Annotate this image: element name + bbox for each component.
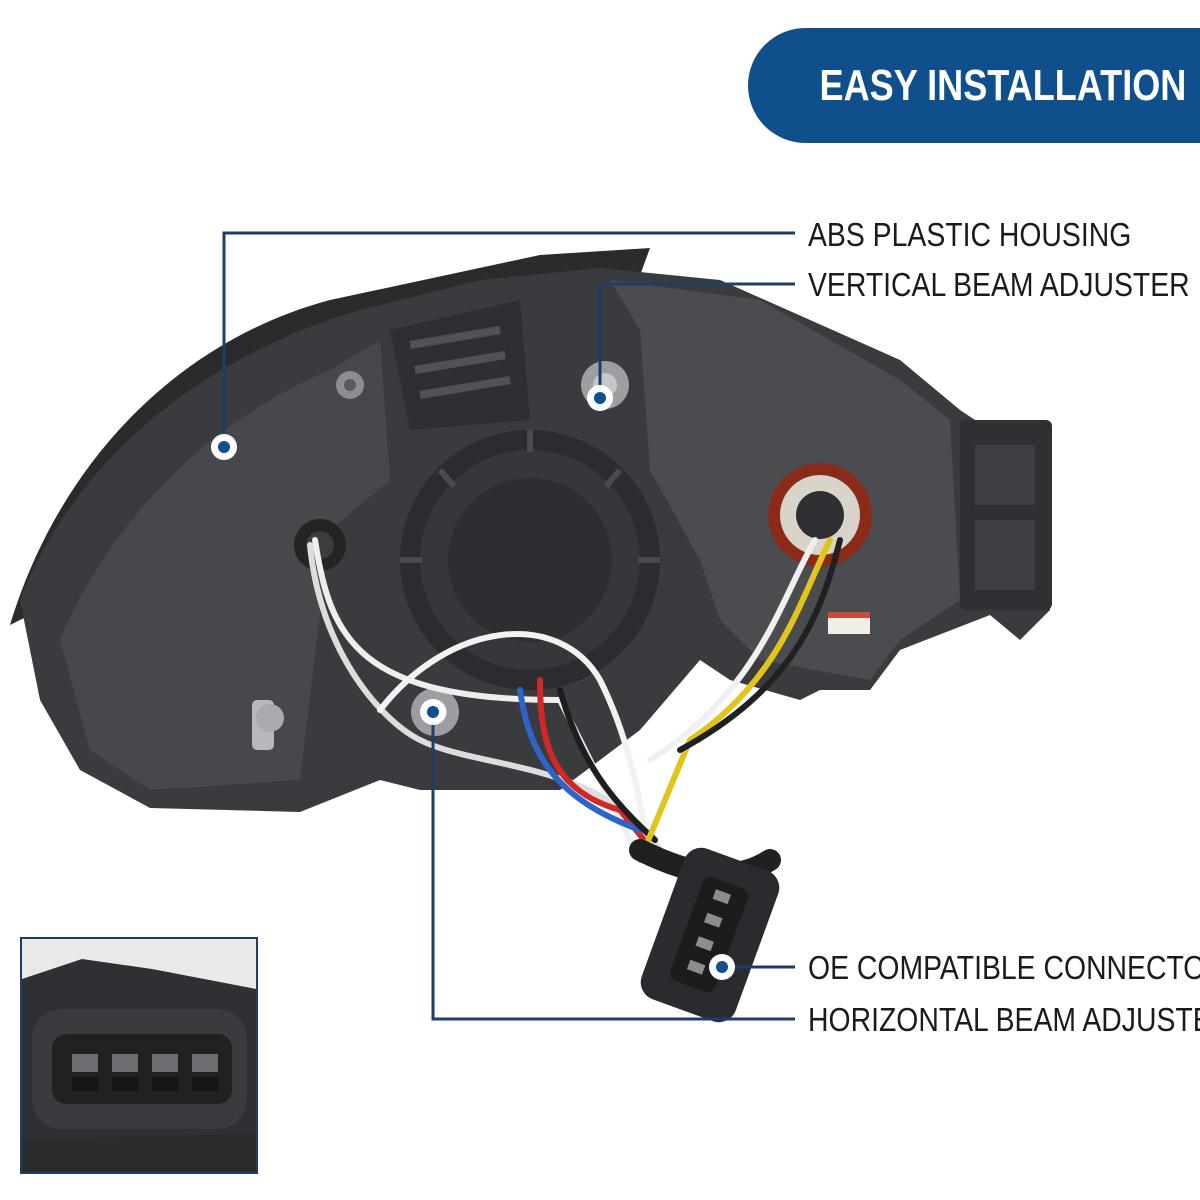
housing-inner-panel	[60, 340, 390, 790]
connector-pins-icon	[22, 939, 256, 1172]
callout-dot-icon	[211, 385, 735, 980]
callout-connector-label: OE COMPATIBLE CONNECTOR	[808, 949, 1200, 986]
oe-connector	[640, 847, 780, 1023]
connector-inset	[20, 937, 258, 1174]
title-banner: EASY INSTALLATION	[748, 28, 1200, 143]
callout-housing-label: ABS PLASTIC HOUSING	[808, 216, 1132, 253]
callout-vertical-label: VERTICAL BEAM ADJUSTER	[808, 266, 1190, 303]
callout-horizontal-label: HORIZONTAL BEAM ADJUSTER	[808, 1001, 1200, 1038]
banner-title: EASY INSTALLATION	[819, 60, 1186, 110]
